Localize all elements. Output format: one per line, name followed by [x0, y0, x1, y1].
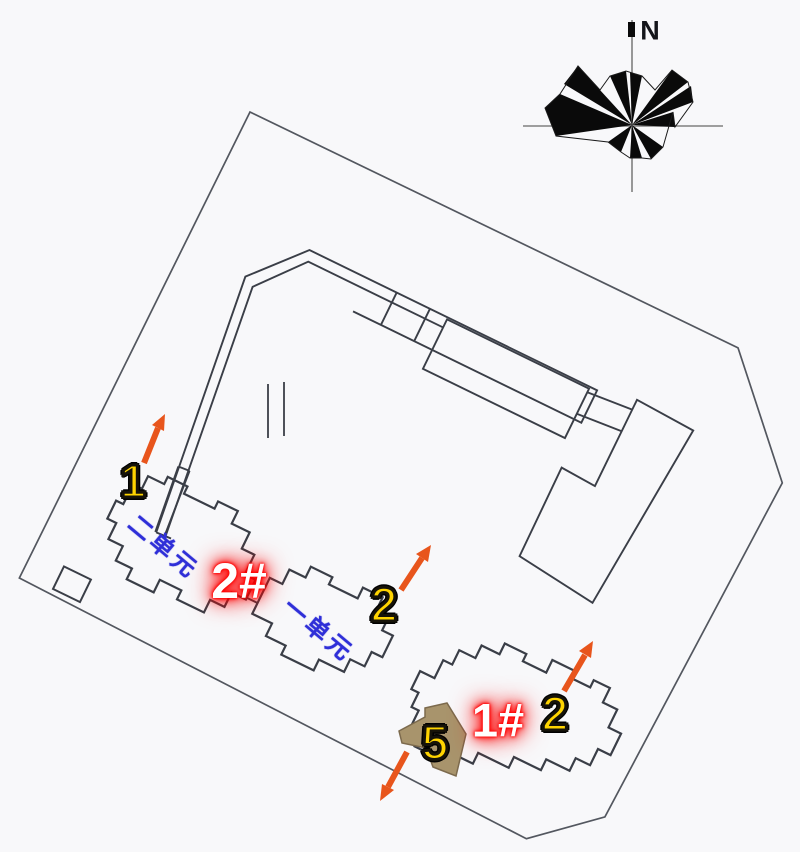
wind-rose [523, 20, 723, 192]
entrance-arrow-building2-unit1 [398, 545, 431, 592]
building-2-connector [246, 596, 258, 604]
building-2-unit1-outline [250, 565, 395, 674]
podium-walkway-stub [267, 382, 285, 438]
direction-arrows [141, 414, 593, 801]
building1-entrance-2-label: 2 [540, 688, 570, 741]
small-structure [51, 565, 93, 604]
building2-tag-label: 2# [211, 553, 267, 609]
podium-middle-block [421, 318, 591, 440]
wind-rose-web [544, 65, 694, 160]
compass-north-label: N [640, 15, 660, 46]
annex-5-label: 5 [420, 717, 450, 770]
north-tick [628, 22, 635, 37]
podium-building-outline [154, 249, 695, 605]
annex-building-5-shape [398, 702, 467, 778]
building-2-unit2-outline [105, 474, 257, 614]
exit-arrow-south [380, 750, 410, 801]
entrance-arrow-building1 [561, 641, 593, 693]
podium-east-block [518, 398, 695, 605]
building2-entrance-1-label: 1 [119, 455, 148, 507]
site-boundary [18, 110, 784, 840]
building2-entrance-2-label: 2 [369, 579, 399, 632]
wind-rose-petals [545, 66, 693, 159]
entrance-arrow-building2-unit2 [141, 414, 165, 465]
building1-tag-label: 1# [471, 693, 525, 747]
building-2-connector [253, 582, 265, 590]
